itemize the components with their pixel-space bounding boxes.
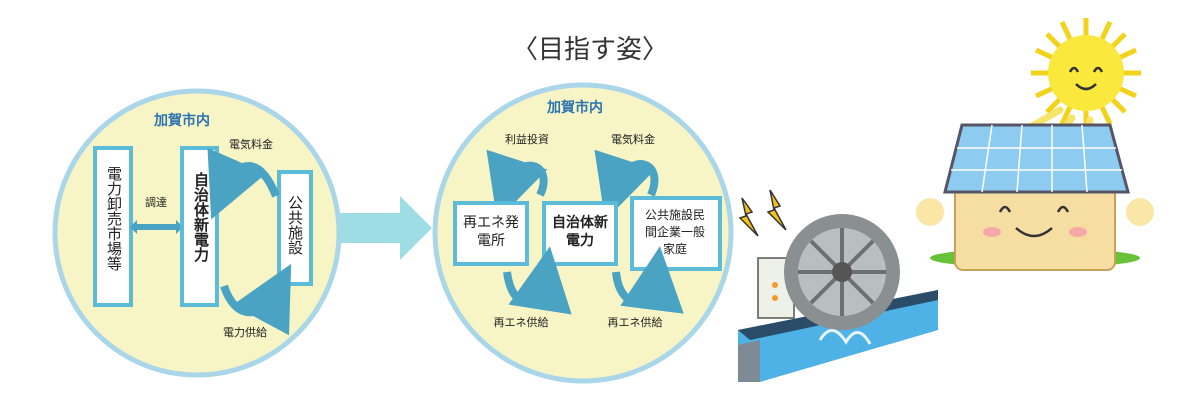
current-state-diagram: 加賀市内 調達 電気料金 電力供給 bbox=[52, 88, 342, 378]
supply-cycle-arrow bbox=[220, 263, 292, 336]
current-company-label: 自治体新電力 bbox=[192, 172, 210, 262]
current-charge-label: 電気料金 bbox=[229, 137, 273, 151]
renew-plant-label: 再エネ発電所 bbox=[463, 215, 519, 249]
market-box bbox=[93, 146, 133, 307]
charge-cycle-arrow-right bbox=[594, 149, 659, 221]
target-company-label: 自治体新電力 bbox=[552, 215, 608, 249]
market-label: 電力卸売市場等 bbox=[105, 166, 123, 271]
charge-cycle-arrow bbox=[207, 147, 280, 220]
solar-house-icon bbox=[916, 123, 1154, 271]
public-label: 公共施設 bbox=[286, 195, 304, 255]
procure-label: 調達 bbox=[145, 195, 167, 209]
renew-supply-label-right: 再エネ供給 bbox=[608, 315, 663, 329]
profit-label: 利益投資 bbox=[505, 132, 549, 146]
customers-label: 公共施設民間企業一般家庭 bbox=[644, 208, 705, 256]
target-state-diagram: 加賀市内 利益投資 電気料金 再エネ供給 再エネ供給 bbox=[432, 82, 734, 384]
target-region-label: 加賀市内 bbox=[546, 99, 603, 116]
current-region-label: 加賀市内 bbox=[153, 112, 210, 129]
current-supply-label: 電力供給 bbox=[223, 325, 267, 339]
procure-arrow bbox=[130, 220, 183, 234]
renew-supply-cycle-right bbox=[612, 246, 684, 314]
lightning-icon bbox=[738, 189, 787, 237]
renew-supply-label-left: 再エネ供給 bbox=[494, 315, 549, 329]
renew-plant-box bbox=[453, 201, 529, 266]
transition-arrow bbox=[340, 196, 432, 260]
water-wheel-generator-icon bbox=[738, 214, 938, 382]
profit-cycle-arrow bbox=[486, 149, 548, 221]
sun-icon bbox=[1018, 18, 1141, 154]
page-heading: 〈目指す姿〉 bbox=[512, 35, 668, 65]
renew-supply-cycle-left bbox=[503, 246, 572, 315]
target-charge-label: 電気料金 bbox=[611, 132, 655, 146]
